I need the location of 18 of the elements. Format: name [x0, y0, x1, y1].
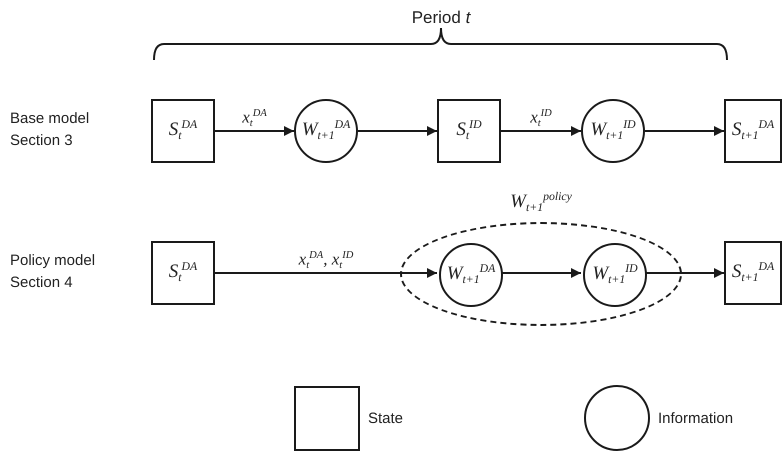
- period-label: Period t: [412, 7, 470, 29]
- state-box: [437, 99, 501, 163]
- state-box: [151, 241, 215, 305]
- arrow: [645, 268, 724, 278]
- arrow: [215, 126, 294, 136]
- row-label: Policy model Section 4: [10, 251, 96, 293]
- information-circle: [583, 243, 647, 307]
- arrow: [501, 126, 581, 136]
- arrow: [358, 126, 437, 136]
- arrow: [645, 126, 724, 136]
- state-box: [724, 241, 782, 305]
- state-box: [151, 99, 215, 163]
- legend-text: Information: [658, 409, 734, 429]
- arrow: [501, 268, 581, 278]
- state-box: [724, 99, 782, 163]
- legend-text: State: [368, 409, 404, 429]
- row-label: Base model Section 3: [10, 109, 90, 151]
- arrow: [215, 268, 437, 278]
